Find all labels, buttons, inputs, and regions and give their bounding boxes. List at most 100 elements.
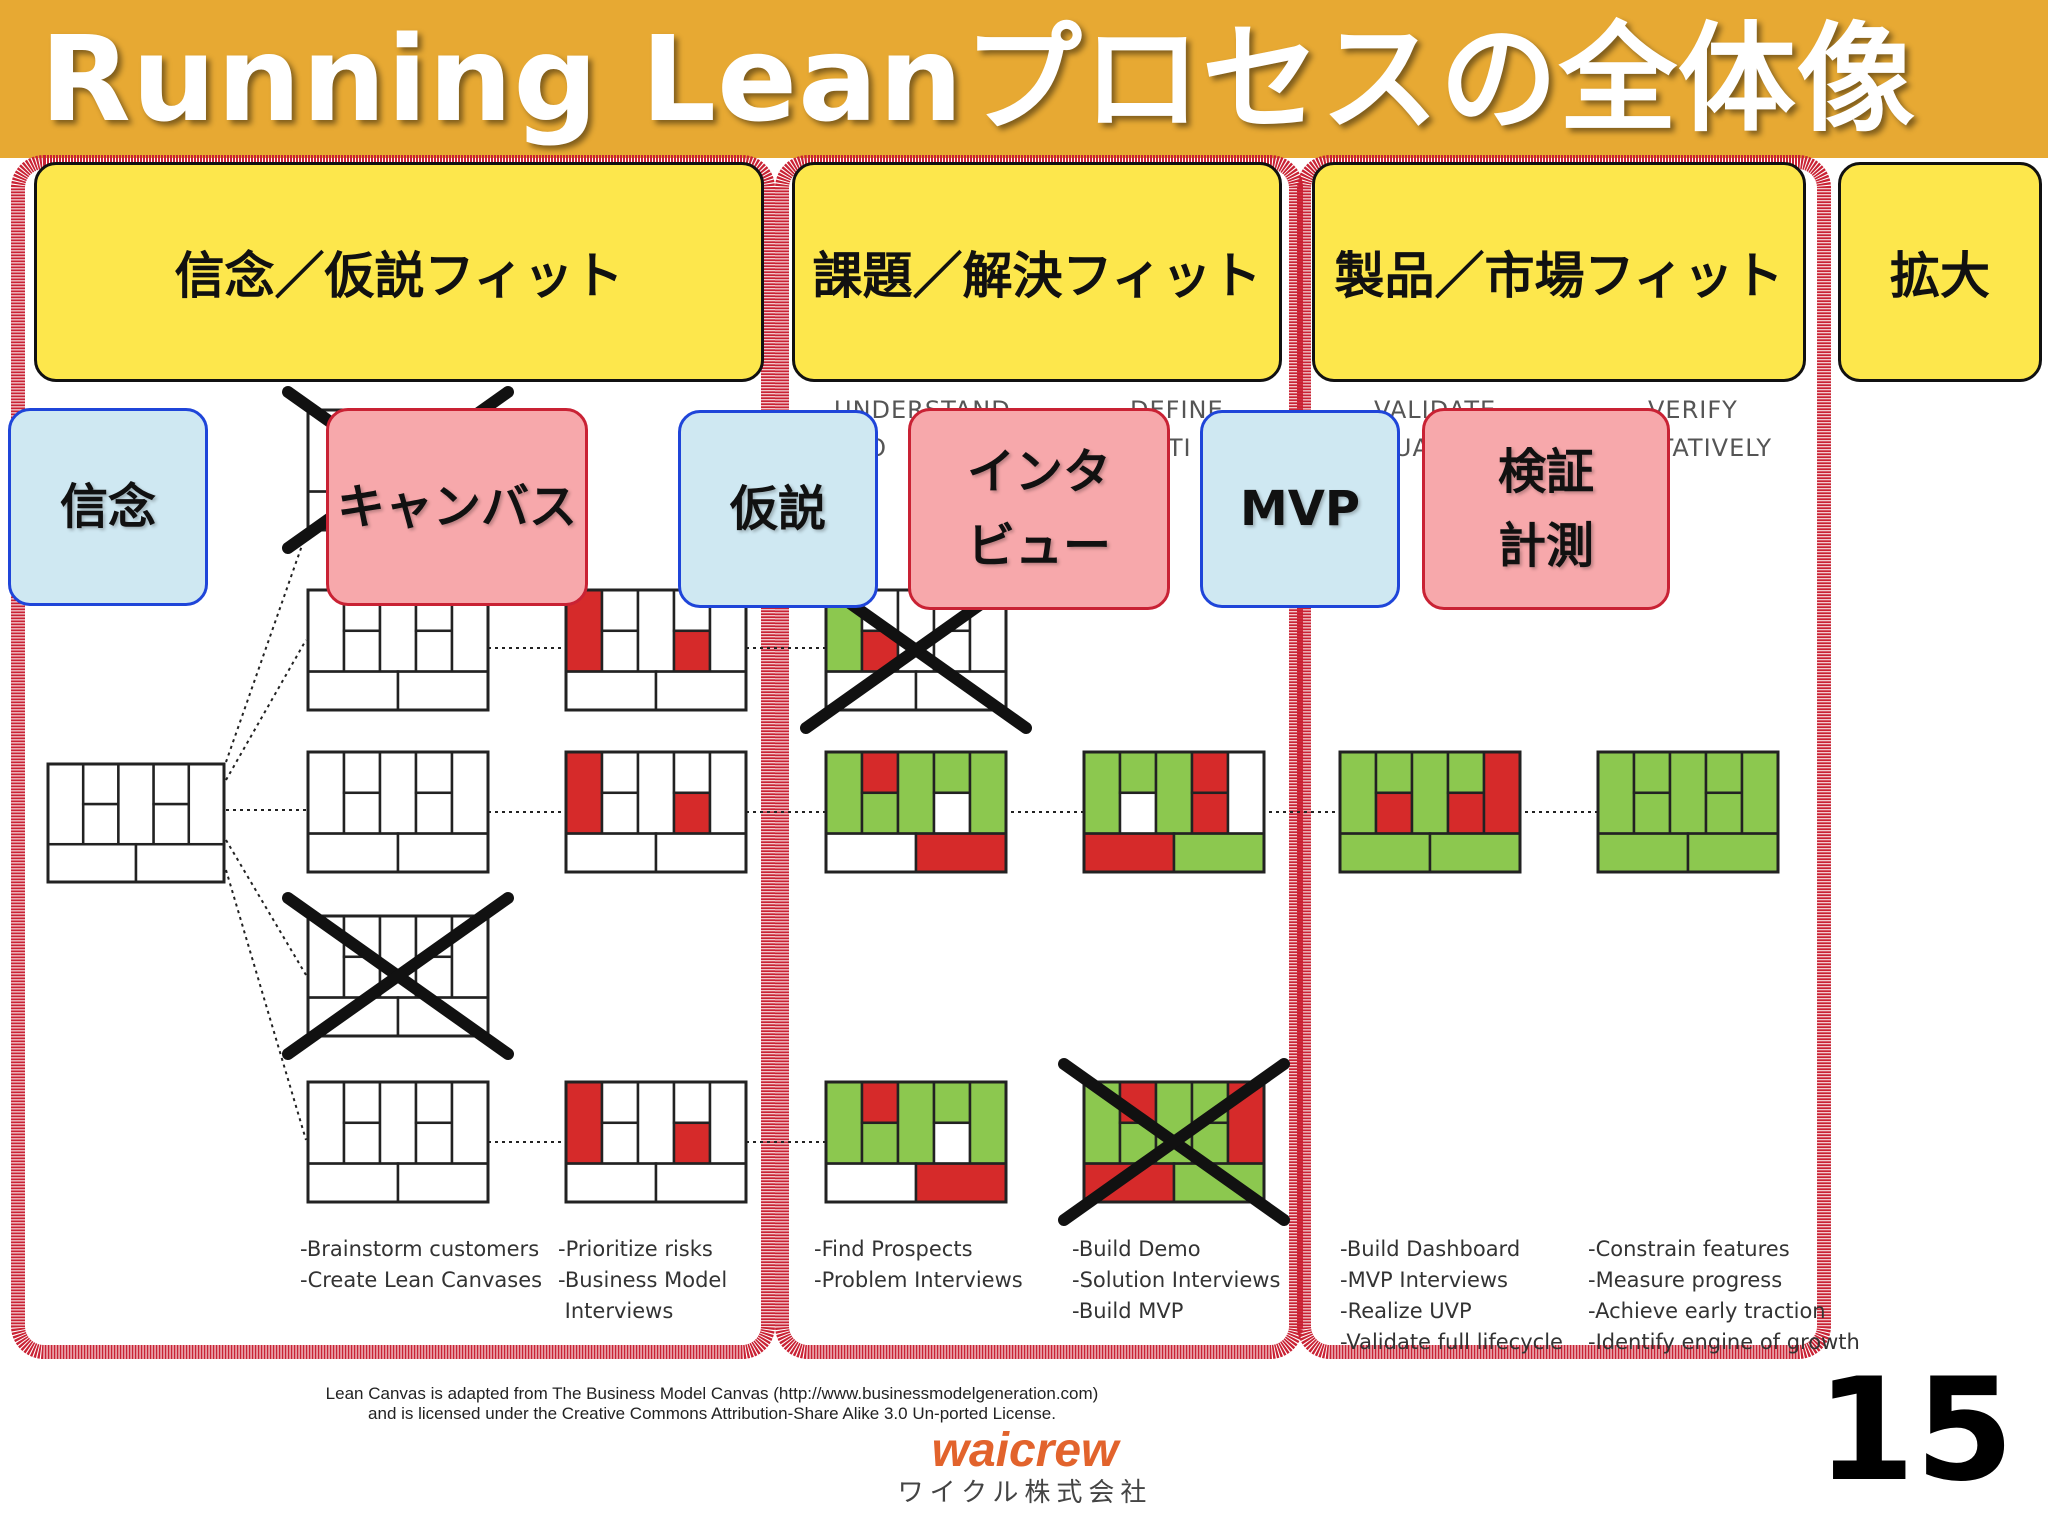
canvas-cell [564,832,658,874]
activities-prioritize: -Prioritize risks -Business Model Interv… [558,1237,728,1323]
canvas-cell [378,1080,418,1165]
canvas-frame [564,588,748,712]
canvas-cell [117,762,155,846]
canvas-cell [708,1080,748,1165]
canvas-cell [1338,832,1432,874]
canvas-cell [600,750,640,795]
activities-find-prospects: -Find Prospects -Problem Interviews [814,1237,1023,1292]
canvas-cell [396,832,490,874]
canvas-frame [1082,1080,1266,1204]
canvas-cell [932,791,972,835]
tag-mvp: MVP [1200,410,1400,608]
canvas-cell [860,791,900,835]
canvas-cell [1428,832,1522,874]
canvas-cell [1632,791,1672,835]
canvas-cell [654,1162,748,1204]
canvas-cell [1686,832,1780,874]
canvas-cell [1118,791,1158,835]
canvas-frame [564,1080,748,1204]
license-note: Lean Canvas is adapted from The Business… [312,1384,1112,1424]
canvas-frame [46,762,226,884]
canvas-cell [414,791,454,835]
canvas-cell [1632,750,1672,795]
canvas-cell [636,750,676,835]
canvas-cell [1596,750,1636,835]
company-logo: waicrew ワイクル株式会社 [880,1425,1170,1509]
canvas-cell [46,762,85,846]
canvas-cell [860,750,900,795]
canvas-cell [306,832,400,874]
lean-canvas-c-s1-r3 [306,750,490,874]
canvas-cell [600,629,640,673]
cross-out-mark [282,892,514,1060]
canvas-cell [654,832,748,874]
canvas-cell [968,750,1008,835]
page-number: 15 [1816,1348,2014,1513]
canvas-frame [1082,750,1266,874]
canvas-cell [81,762,120,806]
canvas-cell [1596,832,1690,874]
canvas-cell [672,629,712,673]
lean-canvas-layer [46,386,1780,1226]
cross-out-mark [1058,1058,1290,1226]
canvas-cell [342,750,382,795]
canvas-cell [824,1080,864,1165]
tag-interview-text: インタ ビュー [966,444,1111,574]
canvas-cell [1190,750,1230,795]
canvas-cell [600,588,640,633]
canvas-cell [1740,750,1780,835]
lean-canvas-c-s4-r5 [1058,1058,1290,1226]
canvas-cell [306,750,346,835]
canvas-cell [824,750,864,835]
canvas-cell [824,1162,918,1204]
canvas-cell [306,670,400,712]
canvas-cell [564,1080,604,1165]
canvas-cell [306,1162,400,1204]
canvas-cell [1172,832,1266,874]
logo-company-name: ワイクル株式会社 [897,1478,1153,1508]
canvas-cell [342,1121,382,1165]
lean-canvas-c-s1-r5 [306,1080,490,1204]
canvas-frame [824,750,1008,874]
canvas-frame [824,1080,1008,1204]
activities-build-demo: -Build Demo -Solution Interviews -Build … [1072,1237,1281,1323]
canvas-cell [81,802,120,846]
tag-measure: 検証 計測 [1422,408,1670,610]
canvas-cell [1154,750,1194,835]
license-note-text: Lean Canvas is adapted from The Business… [325,1384,1099,1423]
canvas-cell [1226,750,1266,835]
lean-canvas-c-s1-r4 [282,892,514,1060]
stage-scale: 拡大 [1838,162,2042,382]
canvas-cell [564,750,604,835]
activities-build-dashboard: -Build Dashboard -MVP Interviews -Realiz… [1340,1237,1563,1354]
canvas-cell [378,750,418,835]
canvas-frame [306,1080,490,1204]
canvas-cell [968,1080,1008,1165]
canvas-cell [1374,750,1414,795]
canvas-cell [708,750,748,835]
canvas-cell [152,762,191,806]
lean-canvas-c-s2-r5 [564,1080,748,1204]
lean-canvas-c-s1-r2 [306,588,490,712]
canvas-cell [600,1080,640,1125]
canvas-cell [1082,750,1122,835]
stage-product-market-fit: 製品／市場フィット [1312,162,1806,382]
canvas-cell [306,1080,346,1165]
canvas-cell [1704,791,1744,835]
canvas-cell [600,791,640,835]
canvas-cell [1190,791,1230,835]
canvas-cell [187,762,226,846]
canvas-cell [1668,750,1708,835]
canvas-cell [134,842,226,884]
canvas-cell [636,588,676,673]
canvas-cell [414,1121,454,1165]
canvas-cell [396,1162,490,1204]
canvas-cell [914,1162,1008,1204]
canvas-cell [896,750,936,835]
canvas-cell [914,832,1008,874]
canvas-cell [1118,750,1158,795]
canvas-cell [636,1080,676,1165]
canvas-cell [1482,750,1522,835]
lean-canvas-c-s6-r3 [1596,750,1780,874]
